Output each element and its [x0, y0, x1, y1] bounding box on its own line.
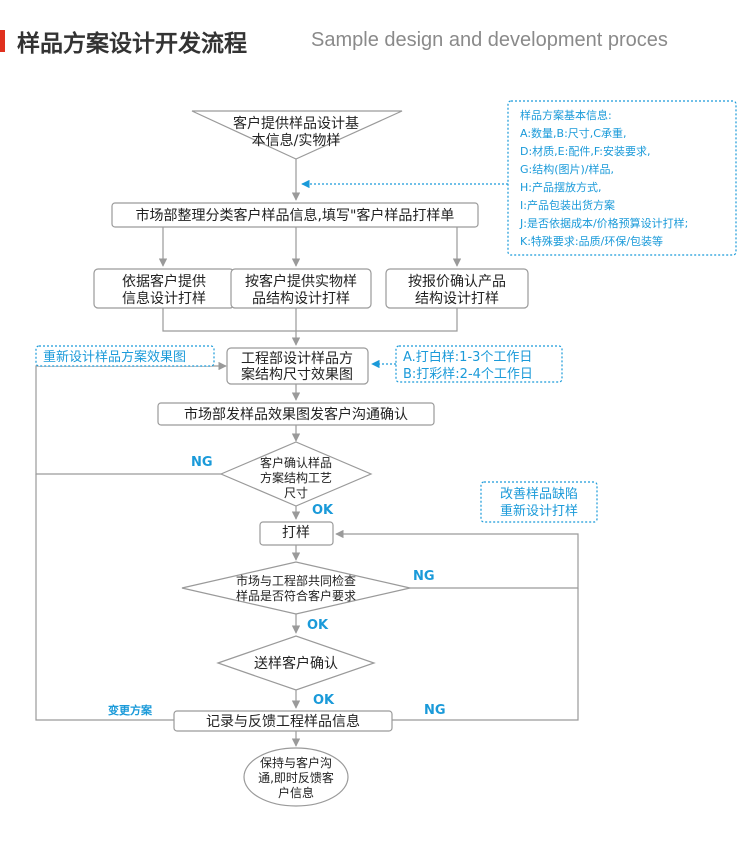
eng-design-box — [226, 347, 369, 385]
branch1-text-1: 依据客户提供 — [122, 273, 206, 290]
improve-note-text-2: 重新设计打样 — [500, 503, 578, 519]
info-note-item: I:产品包装出货方案 — [520, 198, 615, 212]
confirm-text-2: 方案结构工艺 — [260, 470, 332, 485]
send-confirm-diamond — [216, 635, 376, 691]
market-send-box — [157, 402, 435, 426]
info-note-title: 样品方案基本信息: — [520, 108, 612, 122]
end-text-1: 保持与客户沟 — [260, 755, 332, 770]
improve-note-text-1: 改善样品缺陷 — [500, 486, 578, 502]
inspect-diamond — [181, 561, 411, 615]
info-note-item: K:特殊要求:品质/环保/包装等 — [520, 234, 663, 248]
info-note-item: G:结构(图片)/样品, — [520, 162, 614, 176]
info-note-item: A:数量,B:尺寸,C承重, — [520, 126, 626, 140]
info-note-item: H:产品摆放方式, — [520, 180, 601, 194]
header-accent-bar — [0, 30, 5, 52]
redesign-note-box — [35, 345, 215, 367]
connector-branch-merge — [162, 308, 458, 332]
branch2-text-2: 品结构设计打样 — [252, 290, 350, 307]
branch3-text-2: 结构设计打样 — [415, 290, 499, 307]
market-collect-text: 市场部整理分类客户样品信息,填写"客户样品打样单 — [136, 207, 455, 224]
inspect-text-2: 样品是否符合客户要求 — [236, 588, 356, 603]
page-title: 样品方案设计开发流程 — [17, 31, 247, 57]
timing-note-text-b: B:打彩样:2-4个工作日 — [403, 367, 533, 382]
eng-design-text-2: 案结构尺寸效果图 — [241, 366, 353, 383]
sampling-box — [259, 521, 334, 546]
end-text-3: 户信息 — [278, 785, 314, 800]
branch1-text-2: 信息设计打样 — [122, 290, 206, 307]
page-subtitle-english: Sample design and development proces — [311, 29, 668, 51]
market-send-text: 市场部发样品效果图发客户沟通确认 — [184, 406, 408, 423]
sampling-text: 打样 — [282, 524, 310, 541]
ok-label-send: OK — [313, 693, 335, 708]
connector-record-ng-loop — [392, 588, 579, 721]
market-collect-box — [111, 202, 479, 228]
confirm-diamond — [219, 441, 373, 507]
info-note-item: D:材质,E:配件,F:安装要求, — [520, 144, 651, 158]
redesign-note-text: 重新设计样品方案效果图 — [43, 349, 186, 365]
ng-label-inspect: NG — [413, 569, 435, 584]
start-text-1: 客户提供样品设计基 — [233, 115, 359, 132]
start-text-2: 本信息/实物样 — [252, 132, 341, 149]
end-ellipse — [243, 747, 349, 807]
timing-note-box — [395, 345, 563, 383]
ok-label-confirm: OK — [312, 503, 334, 518]
start-triangle — [191, 110, 403, 160]
confirm-text-1: 客户确认样品 — [260, 455, 332, 470]
eng-design-text-1: 工程部设计样品方 — [241, 351, 353, 367]
info-note-item: J:是否依据成本/价格预算设计打样; — [519, 216, 688, 230]
inspect-text-1: 市场与工程部共同检查 — [236, 573, 356, 588]
record-text: 记录与反馈工程样品信息 — [206, 713, 360, 730]
ng-label-record: NG — [424, 703, 446, 718]
improve-note-box — [480, 481, 598, 523]
connector-inspect-ng-loop — [335, 529, 579, 589]
send-confirm-text: 送样客户确认 — [254, 655, 338, 672]
branch2-text-1: 按客户提供实物样 — [245, 273, 357, 290]
ok-label-inspect: OK — [307, 618, 329, 633]
record-box — [173, 710, 393, 732]
branch2-box — [230, 268, 372, 309]
info-note-box — [507, 100, 737, 256]
change-plan-label: 变更方案 — [108, 703, 153, 717]
confirm-text-3: 尺寸 — [284, 486, 308, 500]
end-text-2: 通,即时反馈客 — [258, 770, 334, 785]
timing-note-text-a: A.打白样:1-3个工作日 — [403, 349, 532, 365]
ng-label-confirm: NG — [191, 455, 213, 470]
branch3-box — [385, 268, 529, 309]
connector-record-change-loop — [35, 474, 174, 721]
branch3-text-1: 按报价确认产品 — [408, 274, 506, 290]
